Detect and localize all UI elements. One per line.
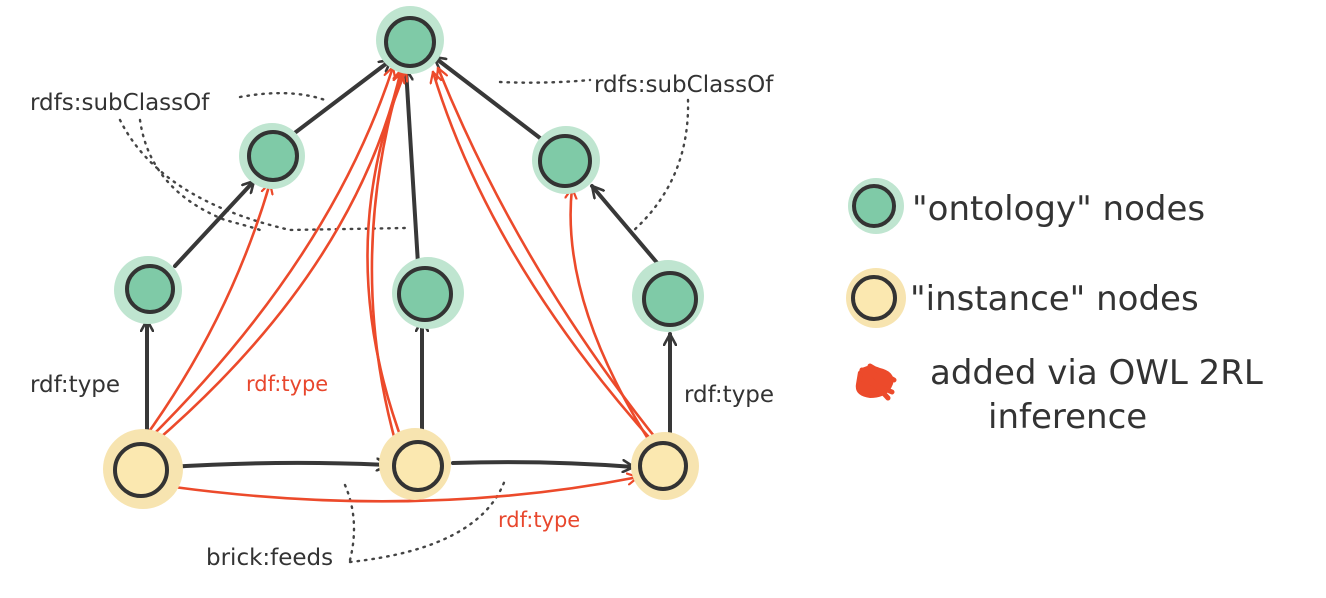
legend: "ontology" nodes "instance" nodes added … bbox=[846, 178, 1263, 437]
legend-inferred-line2: inference bbox=[988, 397, 1147, 437]
instance-node-right bbox=[631, 432, 699, 500]
edge-l1-to-top bbox=[290, 58, 393, 137]
subclass-right-dotted-curve bbox=[630, 98, 690, 234]
instance-node-middle bbox=[379, 428, 451, 500]
feeds-edge-2 bbox=[451, 462, 636, 467]
edge-labels: rdfs:subClassOf rdfs:subClassOf rdf:type… bbox=[30, 72, 774, 571]
instance-node-left bbox=[103, 429, 183, 509]
type-label-right: rdf:type bbox=[684, 382, 774, 408]
legend-ontology-text: "ontology" nodes bbox=[912, 189, 1205, 229]
subclass-left-dotted-curve-2 bbox=[118, 118, 407, 232]
inferred-mark-icon bbox=[855, 363, 897, 401]
ontology-node-right-1 bbox=[532, 126, 600, 194]
asserted-edges bbox=[147, 55, 670, 467]
ontology-node-icon bbox=[848, 178, 904, 234]
type-label-red-bottom: rdf:type bbox=[498, 508, 580, 532]
inferred-edge-i3-to-top-b bbox=[438, 66, 664, 448]
feeds-label: brick:feeds bbox=[206, 545, 333, 571]
inferred-edge-i1-to-top-a bbox=[146, 65, 393, 442]
edge-l2-to-l1 bbox=[173, 179, 256, 268]
feeds-edge-1 bbox=[168, 463, 390, 467]
edge-r2-to-r1 bbox=[590, 184, 666, 273]
ontology-nodes bbox=[114, 6, 704, 332]
inferred-edge-i1-to-l1 bbox=[141, 181, 270, 442]
edge-r1-to-top bbox=[432, 55, 542, 140]
ontology-node-top bbox=[376, 6, 444, 74]
inferred-edge-i3-to-r1 bbox=[571, 186, 652, 444]
legend-instance-text: "instance" nodes bbox=[910, 279, 1199, 319]
instance-node-icon bbox=[846, 268, 906, 328]
subclass-label-left: rdfs:subClassOf bbox=[30, 90, 210, 116]
ontology-node-left-2 bbox=[114, 256, 182, 324]
subclass-label-right: rdfs:subClassOf bbox=[594, 72, 774, 98]
subclass-right-dotted-top bbox=[498, 78, 592, 84]
subclass-left-dotted-curve-1 bbox=[138, 118, 262, 232]
subclass-left-dotted-top bbox=[238, 91, 327, 102]
inferred-edge-i1-to-i3 bbox=[172, 477, 640, 503]
type-label-left: rdf:type bbox=[30, 372, 120, 398]
inferred-edge-i3-to-top-a bbox=[433, 70, 657, 446]
instance-nodes bbox=[103, 428, 699, 509]
ontology-node-right-2 bbox=[632, 260, 704, 332]
ontology-node-middle bbox=[392, 257, 464, 329]
ontology-node-left-1 bbox=[239, 123, 305, 189]
feeds-dotted-left bbox=[343, 483, 356, 562]
edge-m2-to-top bbox=[406, 67, 420, 266]
legend-inferred-line1: added via OWL 2RL bbox=[930, 353, 1263, 393]
inferred-edge-i2-to-top-b bbox=[370, 70, 402, 446]
inferred-edges bbox=[141, 65, 664, 503]
type-label-red-middle: rdf:type bbox=[246, 372, 328, 396]
